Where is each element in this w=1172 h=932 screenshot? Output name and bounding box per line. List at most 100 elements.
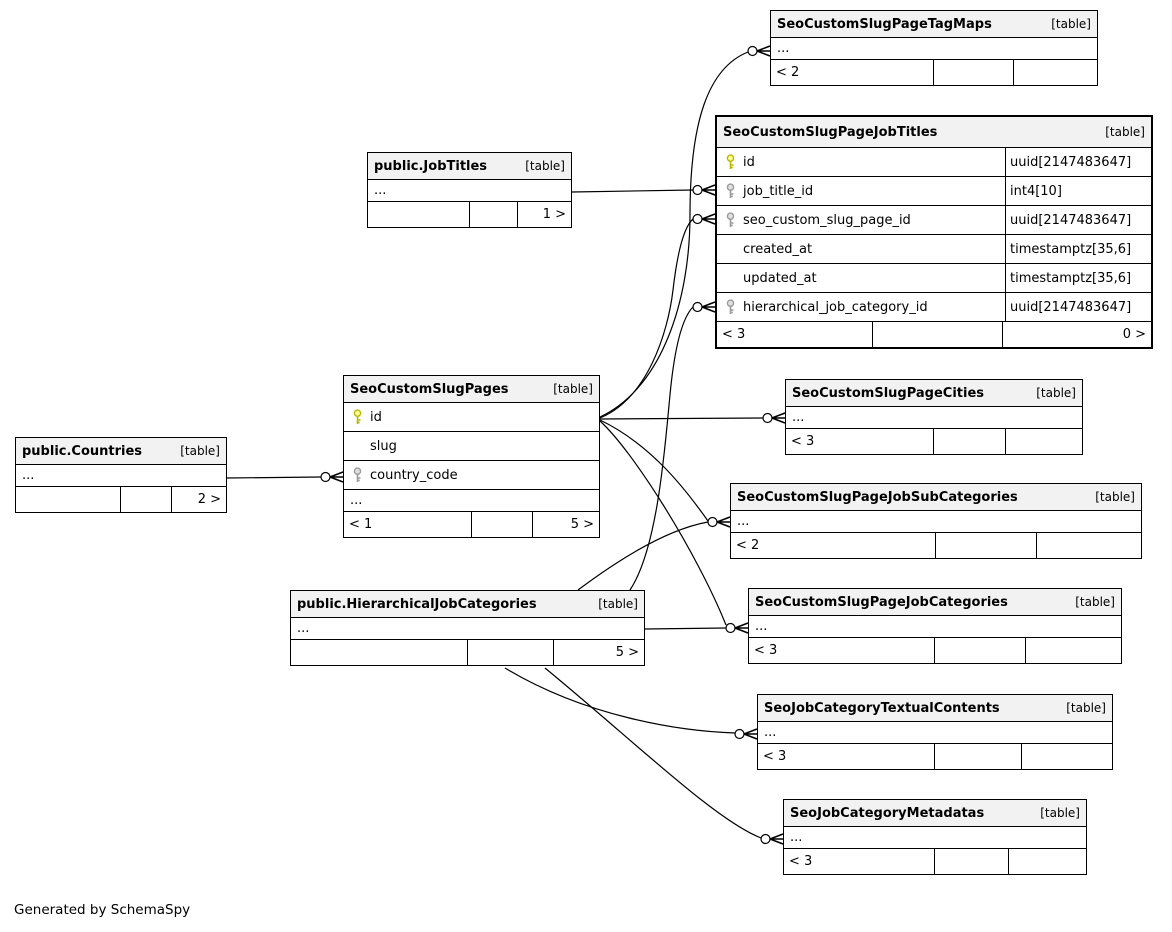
crowfoot-marker	[734, 728, 758, 740]
crowfoot-marker	[692, 184, 716, 196]
relationship-line	[504, 667, 736, 734]
table-seo-job-category-textual-contents[interactable]: SeoJobCategoryTextualContents[table]... <…	[757, 694, 1113, 770]
footer-children-count: 1 >	[517, 202, 571, 227]
table-type-tag: [table]	[525, 159, 565, 173]
collapsed-columns-row: ...	[731, 511, 1141, 533]
table-type-tag: [table]	[1040, 806, 1080, 820]
footer-parents-count	[291, 640, 467, 665]
table-public-hierarchical-job-categories[interactable]: public.HierarchicalJobCategories[table].…	[290, 590, 645, 666]
table-name: SeoJobCategoryMetadatas	[790, 805, 985, 821]
collapsed-columns-row: ...	[758, 722, 1112, 744]
table-type-tag: [table]	[1095, 490, 1135, 504]
table-type-tag: [table]	[180, 444, 220, 458]
footer-parents-count: < 1	[349, 517, 373, 532]
table-header: SeoJobCategoryTextualContents[table]	[758, 695, 1112, 722]
table-seo-custom-slug-page-job-categories[interactable]: SeoCustomSlugPageJobCategories[table]...…	[748, 588, 1122, 664]
table-public-job-titles[interactable]: public.JobTitles [table]...1 >	[367, 152, 572, 228]
collapsed-columns-row: ...	[16, 465, 226, 487]
footer-parents-count: < 3	[763, 749, 787, 764]
relationship-line	[571, 189, 694, 193]
footer-children-count: 5 >	[532, 512, 599, 537]
footer-parents-count: < 3	[791, 434, 815, 449]
crowfoot-marker	[725, 622, 749, 634]
table-header: SeoCustomSlugPages[table]	[344, 376, 599, 403]
footer-parents-count: < 3	[754, 643, 778, 658]
table-name: SeoCustomSlugPageJobTitles	[723, 124, 938, 140]
table-footer: < 2	[771, 60, 1097, 85]
collapsed-columns-row: ...	[784, 827, 1086, 849]
column-row: country_code	[344, 461, 599, 490]
column-name: id	[743, 154, 755, 170]
crowfoot-marker	[692, 213, 716, 225]
table-footer: < 1 5 >	[344, 512, 599, 537]
table-header: public.HierarchicalJobCategories[table]	[291, 591, 644, 618]
column-name: updated_at	[743, 270, 817, 286]
footer-spacer-cell	[933, 429, 1005, 454]
footer-spacer-cell	[935, 533, 1036, 558]
relationship-line	[599, 419, 709, 522]
column-name: id	[370, 409, 382, 425]
footer-spacer-cell	[466, 640, 553, 665]
column-type: timestamptz[35,6]	[1005, 235, 1151, 263]
relationship-line	[577, 521, 709, 591]
table-name: public.Countries	[22, 443, 143, 459]
table-footer: < 2	[731, 533, 1141, 558]
footer-children-count	[1005, 429, 1082, 454]
table-name: SeoCustomSlugPages	[350, 381, 509, 397]
table-header: SeoCustomSlugPageJobSubCategories [table]	[731, 484, 1141, 511]
column-type: int4[10]	[1005, 177, 1151, 205]
collapsed-columns-row: ...	[368, 180, 571, 202]
table-type-tag: [table]	[1066, 701, 1106, 715]
footer-spacer-cell	[871, 322, 1002, 347]
footer-spacer-cell	[934, 638, 1025, 663]
table-seo-custom-slug-page-tag-maps[interactable]: SeoCustomSlugPageTagMaps[table]...< 2	[770, 10, 1098, 86]
table-type-tag: [table]	[598, 597, 638, 611]
collapsed-columns-row: ...	[786, 407, 1082, 429]
table-type-tag: [table]	[1075, 595, 1115, 609]
relationship-line	[599, 420, 727, 626]
relationship-line	[599, 51, 749, 418]
relationship-line	[599, 218, 694, 419]
footer-children-count	[1020, 744, 1113, 769]
footer-parents-count	[16, 487, 120, 512]
table-name: public.JobTitles	[374, 158, 488, 174]
table-footer: 2 >	[16, 487, 226, 512]
table-name: SeoCustomSlugPageJobSubCategories	[737, 489, 1018, 505]
footer-parents-count	[368, 202, 469, 227]
table-name: SeoCustomSlugPageTagMaps	[777, 16, 992, 32]
table-footer: < 3	[784, 849, 1086, 874]
key-icon-slot	[717, 299, 743, 315]
footer-spacer-cell	[468, 202, 518, 227]
column-type: timestamptz[35,6]	[1005, 264, 1151, 292]
foreign-key-icon	[726, 299, 734, 314]
relationship-line	[599, 417, 764, 420]
footer-children-count: 0 >	[1002, 322, 1151, 347]
table-seo-custom-slug-page-cities[interactable]: SeoCustomSlugPageCities[table]...< 3	[785, 379, 1083, 455]
column-row: created_at timestamptz[35,6]	[717, 235, 1151, 264]
column-type: uuid[2147483647]	[1005, 206, 1151, 234]
table-public-countries[interactable]: public.Countries [table]...2 >	[15, 437, 227, 513]
table-seo-job-category-metadatas[interactable]: SeoJobCategoryMetadatas [table]...< 3	[783, 799, 1087, 875]
key-icon-slot	[717, 154, 743, 170]
crowfoot-marker	[692, 301, 716, 313]
table-seo-custom-slug-page-job-sub-categories[interactable]: SeoCustomSlugPageJobSubCategories [table]…	[730, 483, 1142, 559]
primary-key-icon	[726, 154, 734, 169]
primary-key-icon	[353, 409, 361, 424]
column-name: created_at	[743, 241, 813, 257]
generator-note: Generated by SchemaSpy	[14, 902, 191, 918]
table-type-tag: [table]	[1051, 17, 1091, 31]
crowfoot-marker	[760, 833, 784, 845]
crowfoot-marker	[320, 471, 344, 483]
footer-parents-count: < 2	[736, 538, 760, 553]
relationship-line	[544, 667, 762, 839]
footer-spacer-cell	[934, 849, 1008, 874]
table-header: SeoCustomSlugPageJobCategories[table]	[749, 589, 1121, 616]
collapsed-columns-row: ...	[749, 616, 1121, 638]
foreign-key-icon	[726, 212, 734, 227]
